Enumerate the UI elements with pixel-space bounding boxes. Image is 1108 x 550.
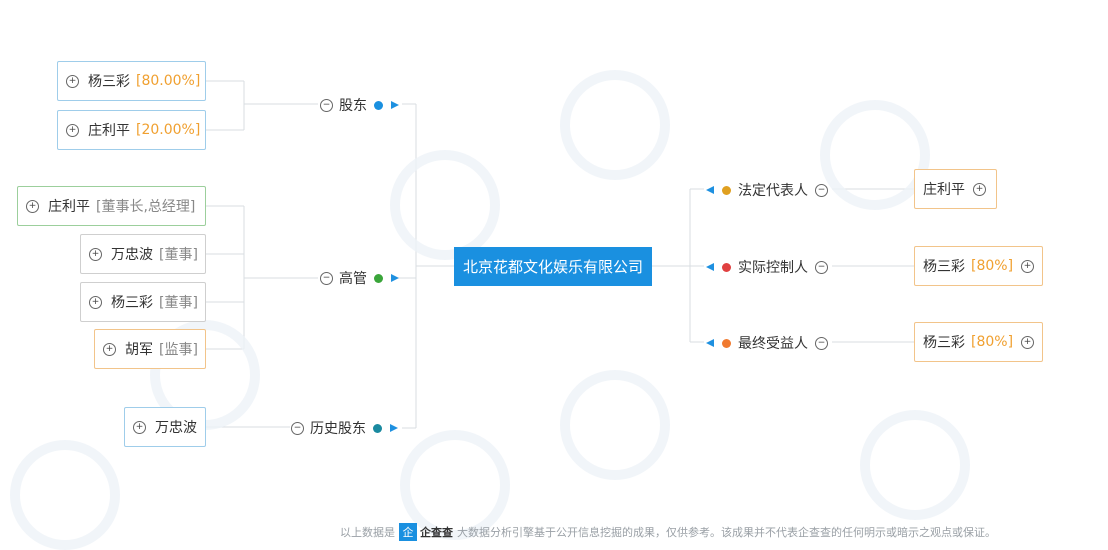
executive-name: 杨三彩: [111, 295, 153, 311]
executive-node[interactable]: + 杨三彩 [董事]: [80, 282, 206, 322]
ultimate-beneficiary-percent: [80%]: [971, 334, 1014, 350]
executive-name: 庄利平: [48, 199, 90, 215]
footer-disclaimer: 以上数据是 企 企查查 大数据分析引擎基于公开信息挖掘的成果，仅供参考。该成果并…: [340, 522, 1020, 542]
company-node[interactable]: 北京花都文化娱乐有限公司: [454, 247, 652, 286]
expand-toggle-icon[interactable]: +: [66, 123, 79, 137]
watermark-logo: [860, 410, 970, 520]
branch-label: 历史股东: [310, 421, 366, 437]
actual-controller-name: 杨三彩: [923, 259, 965, 275]
shareholder-node[interactable]: + 杨三彩 [80.00%]: [57, 61, 206, 101]
collapse-toggle-icon[interactable]: −: [815, 183, 828, 197]
watermark-logo: [560, 70, 670, 180]
arrow-right-icon: [391, 274, 399, 282]
executive-node[interactable]: + 胡军 [监事]: [94, 329, 206, 369]
legal-representative-name: 庄利平: [923, 182, 965, 198]
executive-node[interactable]: + 万忠波 [董事]: [80, 234, 206, 274]
executive-role: [董事]: [159, 247, 198, 263]
arrow-left-icon: [706, 263, 714, 271]
ultimate-beneficiary-node[interactable]: 杨三彩 [80%] +: [914, 322, 1043, 362]
expand-toggle-icon[interactable]: +: [973, 182, 986, 196]
watermark-logo: [390, 150, 500, 260]
ultimate-beneficiary-name: 杨三彩: [923, 335, 965, 351]
branch-dot-icon: [374, 273, 383, 283]
expand-toggle-icon[interactable]: +: [89, 295, 102, 309]
branch-actual-controller[interactable]: 实际控制人 −: [706, 257, 828, 277]
branch-dot-icon: [722, 338, 731, 348]
expand-toggle-icon[interactable]: +: [103, 342, 116, 356]
logo-mark-icon: 企: [399, 523, 417, 541]
expand-toggle-icon[interactable]: +: [66, 74, 79, 88]
watermark-logo: [560, 370, 670, 480]
executive-name: 胡军: [125, 342, 153, 358]
expand-toggle-icon[interactable]: +: [89, 247, 102, 261]
brand-logo: 企 企查查: [399, 523, 453, 541]
branch-dot-icon: [722, 262, 731, 272]
footer-text-left: 以上数据是: [340, 526, 395, 539]
arrow-left-icon: [706, 186, 714, 194]
logo-text: 企查查: [420, 526, 453, 539]
branch-history-shareholders[interactable]: − 历史股东: [291, 418, 398, 438]
collapse-toggle-icon[interactable]: −: [815, 336, 828, 350]
branch-label: 高管: [339, 271, 367, 287]
branch-label: 法定代表人: [738, 183, 808, 199]
executive-role: [董事长,总经理]: [96, 199, 196, 215]
expand-toggle-icon[interactable]: +: [133, 420, 146, 434]
legal-representative-node[interactable]: 庄利平 +: [914, 169, 997, 209]
collapse-toggle-icon[interactable]: −: [815, 260, 828, 274]
branch-legal-representative[interactable]: 法定代表人 −: [706, 180, 828, 200]
shareholder-node[interactable]: + 庄利平 [20.00%]: [57, 110, 206, 150]
branch-label: 最终受益人: [738, 336, 808, 352]
branch-shareholders[interactable]: − 股东: [320, 95, 399, 115]
expand-toggle-icon[interactable]: +: [26, 199, 39, 213]
arrow-right-icon: [391, 101, 399, 109]
actual-controller-percent: [80%]: [971, 258, 1014, 274]
expand-toggle-icon[interactable]: +: [1021, 259, 1035, 273]
shareholder-name: 庄利平: [88, 123, 130, 139]
branch-dot-icon: [374, 100, 383, 110]
collapse-toggle-icon[interactable]: −: [291, 421, 304, 435]
collapse-toggle-icon[interactable]: −: [320, 98, 333, 112]
branch-executives[interactable]: − 高管: [320, 268, 399, 288]
footer-text-right: 大数据分析引擎基于公开信息挖掘的成果，仅供参考。该成果并不代表企查查的任何明示或…: [457, 526, 996, 539]
arrow-left-icon: [706, 339, 714, 347]
company-name: 北京花都文化娱乐有限公司: [462, 258, 643, 276]
arrow-right-icon: [390, 424, 398, 432]
expand-toggle-icon[interactable]: +: [1021, 335, 1035, 349]
branch-label: 股东: [339, 98, 367, 114]
watermark-logo: [820, 100, 930, 210]
executive-name: 万忠波: [111, 247, 153, 263]
branch-dot-icon: [722, 185, 731, 195]
shareholder-percent: [20.00%]: [136, 122, 201, 138]
executive-role: [监事]: [159, 342, 198, 358]
actual-controller-node[interactable]: 杨三彩 [80%] +: [914, 246, 1043, 286]
shareholder-percent: [80.00%]: [136, 73, 201, 89]
watermark-logo: [10, 440, 120, 550]
branch-dot-icon: [373, 423, 382, 433]
shareholder-name: 杨三彩: [88, 74, 130, 90]
history-shareholder-name: 万忠波: [155, 420, 197, 436]
history-shareholder-node[interactable]: + 万忠波: [124, 407, 206, 447]
branch-ultimate-beneficiary[interactable]: 最终受益人 −: [706, 333, 828, 353]
branch-label: 实际控制人: [738, 260, 808, 276]
executive-node[interactable]: + 庄利平 [董事长,总经理]: [17, 186, 206, 226]
executive-role: [董事]: [159, 295, 198, 311]
watermark-logo: [400, 430, 510, 540]
collapse-toggle-icon[interactable]: −: [320, 271, 333, 285]
